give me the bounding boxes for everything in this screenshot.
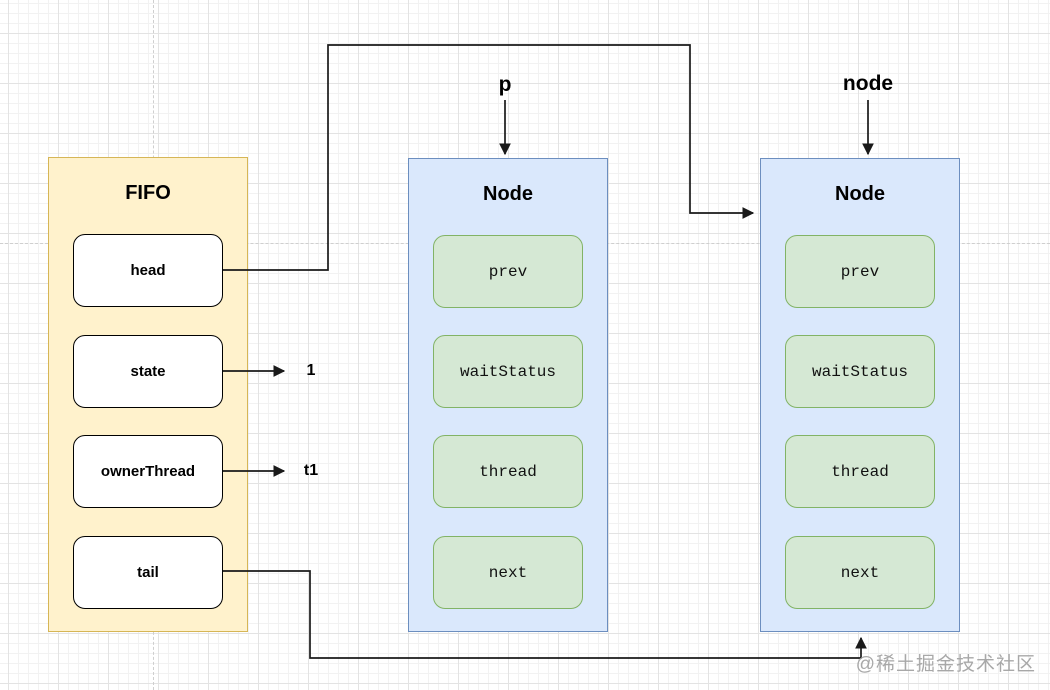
node2-field-next-label: next xyxy=(840,563,880,582)
fifo-field-ownerthread: ownerThread xyxy=(73,435,223,508)
fifo-field-head-label: head xyxy=(130,262,166,279)
fifo-field-tail: tail xyxy=(73,536,223,609)
watermark: @稀土掘金技术社区 xyxy=(855,654,1036,675)
node2-field-next: next xyxy=(785,536,935,609)
node1-field-prev: prev xyxy=(433,235,583,308)
node2-field-thread: thread xyxy=(785,435,935,508)
node1-field-waitstatus: waitStatus xyxy=(433,335,583,408)
node1-field-prev-label: prev xyxy=(488,262,528,281)
node1-field-next: next xyxy=(433,536,583,609)
node2-field-waitstatus-label: waitStatus xyxy=(811,362,908,381)
node1-field-waitstatus-label: waitStatus xyxy=(459,362,556,381)
node2-field-prev: prev xyxy=(785,235,935,308)
node1-field-next-label: next xyxy=(488,563,528,582)
fifo-field-ownerthread-label: ownerThread xyxy=(100,463,196,480)
node1-field-thread-label: thread xyxy=(479,462,537,481)
node-pointer-label: node xyxy=(842,72,894,95)
node1-title: Node xyxy=(483,183,533,205)
p-pointer-label: p xyxy=(498,73,512,96)
fifo-field-tail-label: tail xyxy=(137,564,159,581)
node2-field-waitstatus: waitStatus xyxy=(785,335,935,408)
fifo-field-state-label: state xyxy=(130,363,166,380)
fifo-field-state: state xyxy=(73,335,223,408)
node2-container: Node prev waitStatus thread next xyxy=(760,158,960,632)
fifo-title: FIFO xyxy=(125,182,171,204)
state-value-label: 1 xyxy=(306,362,316,379)
node2-field-thread-label: thread xyxy=(831,462,889,481)
node2-title: Node xyxy=(835,183,885,205)
fifo-field-head: head xyxy=(73,234,223,307)
node1-field-thread: thread xyxy=(433,435,583,508)
node2-field-prev-label: prev xyxy=(840,262,880,281)
fifo-container: FIFO head state ownerThread tail xyxy=(48,157,248,632)
node1-container: Node prev waitStatus thread next xyxy=(408,158,608,632)
ownerthread-value-label: t1 xyxy=(303,462,319,479)
